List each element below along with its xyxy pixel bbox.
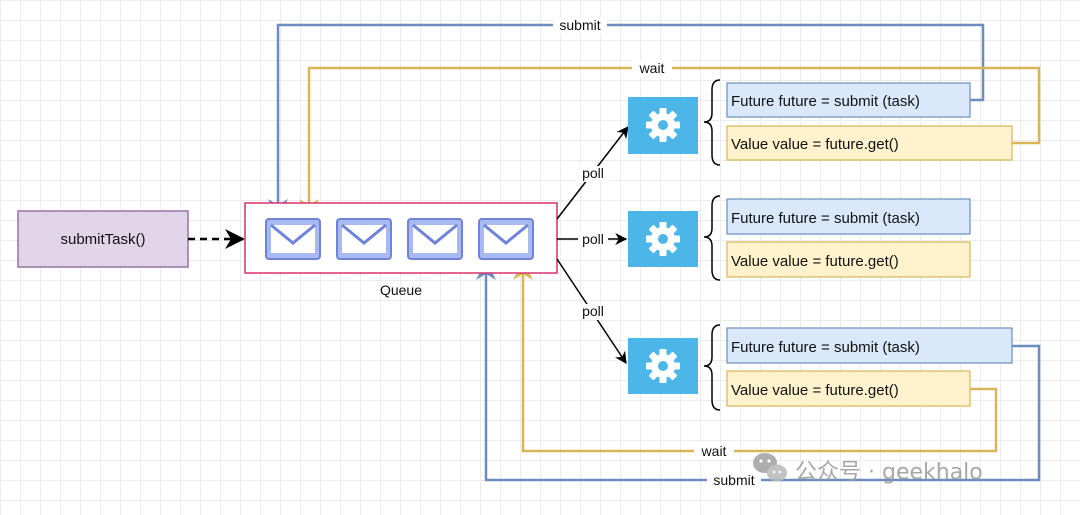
submit-line-bottom <box>476 260 1041 482</box>
watermark: 公众号 · geekhalo <box>753 453 983 485</box>
get-code-text: Value value = future.get() <box>731 382 899 399</box>
wait-label-bottom: wait <box>701 443 727 459</box>
gear-icon <box>646 108 680 142</box>
curly-brace <box>703 79 721 166</box>
get-code-text: Value value = future.get() <box>731 136 899 153</box>
submit-code-box <box>726 198 971 235</box>
poll-label-3: poll <box>582 303 604 319</box>
get-code-box <box>726 125 1013 161</box>
envelope-icon <box>407 218 463 260</box>
poll-label-1: poll <box>582 165 604 181</box>
submit-line-top <box>268 23 985 219</box>
submit-code-box <box>726 82 971 118</box>
worker-2: Future future = submit (task) Value valu… <box>628 195 971 281</box>
gear-icon <box>646 349 680 383</box>
submit-code-text: Future future = submit (task) <box>731 339 920 356</box>
gear-icon <box>646 222 680 256</box>
wechat-icon <box>753 453 787 482</box>
wait-line-top <box>299 66 1041 219</box>
worker-3: Future future = submit (task) Value valu… <box>628 324 1013 411</box>
worker-1: Future future = submit (task) Value valu… <box>628 79 1013 166</box>
submit-label-bottom: submit <box>713 472 754 488</box>
curly-brace <box>703 195 721 281</box>
poll-label-2: poll <box>582 231 604 247</box>
get-code-text: Value value = future.get() <box>731 253 899 270</box>
wait-line-bottom <box>513 260 998 453</box>
submit-code-text: Future future = submit (task) <box>731 210 920 227</box>
envelope-icon <box>478 218 534 260</box>
submit-code-text: Future future = submit (task) <box>731 93 920 110</box>
submit-task-label: submitTask() <box>60 231 145 248</box>
queue-messages <box>265 218 534 260</box>
get-code-box <box>726 241 971 278</box>
envelope-icon <box>336 218 392 260</box>
submit-code-box <box>726 327 1013 364</box>
submit-task-node[interactable] <box>17 210 189 268</box>
curly-brace <box>703 324 721 411</box>
envelope-icon <box>265 218 321 260</box>
submit-label-top: submit <box>559 17 600 33</box>
wait-label-top: wait <box>639 60 665 76</box>
queue-label: Queue <box>380 282 422 298</box>
get-code-box <box>726 370 971 407</box>
watermark-text: 公众号 · geekhalo <box>795 460 983 485</box>
